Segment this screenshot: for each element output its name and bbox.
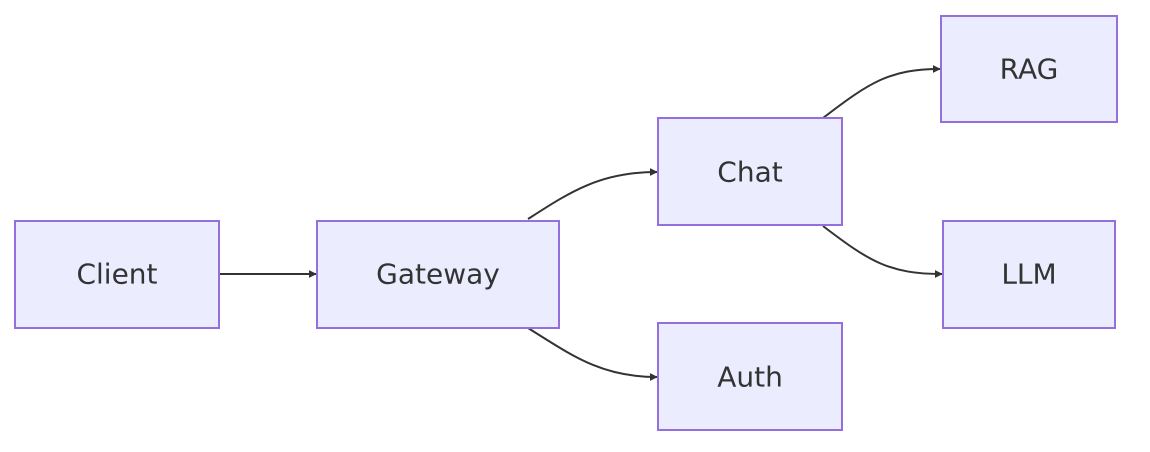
node-chat-box [657, 117, 843, 226]
node-auth-box [657, 322, 843, 431]
node-llm-box [942, 220, 1116, 329]
node-llm-label: LLM [1001, 258, 1056, 291]
node-auth: Auth [657, 322, 843, 431]
node-client-box [14, 220, 220, 329]
edge-gateway-to-chat [527, 168, 658, 220]
node-chat: Chat [657, 117, 843, 226]
node-chat-label: Chat [717, 156, 782, 189]
node-rag: RAG [940, 15, 1118, 123]
node-gateway-box [316, 220, 560, 329]
node-gateway: Gateway [316, 220, 560, 329]
node-gateway-label: Gateway [376, 258, 500, 291]
node-client-label: Client [76, 258, 157, 291]
node-auth-label: Auth [717, 361, 783, 394]
edge-chat-to-llm [822, 225, 943, 278]
node-client: Client [14, 220, 220, 329]
node-llm: LLM [942, 220, 1116, 329]
edge-gateway-to-auth [527, 327, 658, 381]
node-rag-box [940, 15, 1118, 123]
node-rag-label: RAG [1000, 53, 1059, 86]
edge-chat-to-rag [822, 65, 941, 119]
